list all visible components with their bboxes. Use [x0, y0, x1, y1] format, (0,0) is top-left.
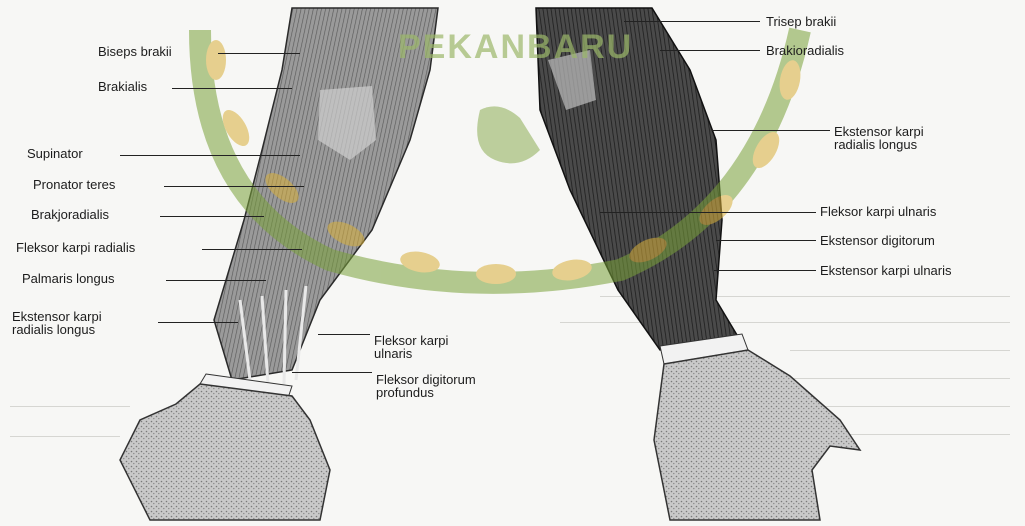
leader-line — [166, 280, 266, 281]
label-fleksor-digitorum-profundus: Fleksor digitorum profundus — [376, 373, 476, 399]
leader-line — [218, 53, 300, 54]
label-pronator-teres: Pronator teres — [33, 178, 115, 192]
label-ekstensor-karpi-ulnaris: Ekstensor karpi ulnaris — [820, 264, 952, 278]
leader-line — [600, 212, 816, 213]
label-brakioradialis: Brakioradialis — [766, 44, 844, 58]
label-brakjoradialis: Brakjoradialis — [31, 208, 109, 222]
label-ekstensor-karpi-radialis-longus-left: Ekstensor karpi radialis longus — [12, 310, 102, 336]
leader-line — [624, 21, 760, 22]
leader-line — [120, 155, 300, 156]
label-biseps-brakii: Biseps brakii — [98, 45, 172, 59]
label-trisep-brakii: Trisep brakii — [766, 15, 836, 29]
label-fleksor-karpi-ulnaris-left: Fleksor karpi ulnaris — [374, 334, 448, 360]
leader-line — [158, 322, 238, 323]
right-hand — [654, 350, 860, 520]
label-fleksor-karpi-ulnaris-right: Fleksor karpi ulnaris — [820, 205, 936, 219]
left-hand — [120, 384, 330, 520]
watermark-text: PEKANBARU — [398, 28, 633, 66]
label-brakialis: Brakialis — [98, 80, 147, 94]
leader-line — [292, 372, 372, 373]
leader-line — [160, 216, 264, 217]
label-supinator: Supinator — [27, 147, 83, 161]
leader-line — [318, 334, 370, 335]
leader-line — [164, 186, 304, 187]
leader-line — [660, 50, 760, 51]
leader-line — [714, 270, 816, 271]
leader-line — [716, 240, 816, 241]
label-ekstensor-digitorum: Ekstensor digitorum — [820, 234, 935, 248]
leader-line — [712, 130, 830, 131]
label-ekstensor-karpi-radialis-longus-right: Ekstensor karpi radialis longus — [834, 125, 924, 151]
watermark-emblem — [477, 106, 540, 163]
leader-line — [172, 88, 292, 89]
label-palmaris-longus: Palmaris longus — [22, 272, 115, 286]
leader-line — [202, 249, 302, 250]
label-fleksor-karpi-radialis: Fleksor karpi radialis — [16, 241, 135, 255]
